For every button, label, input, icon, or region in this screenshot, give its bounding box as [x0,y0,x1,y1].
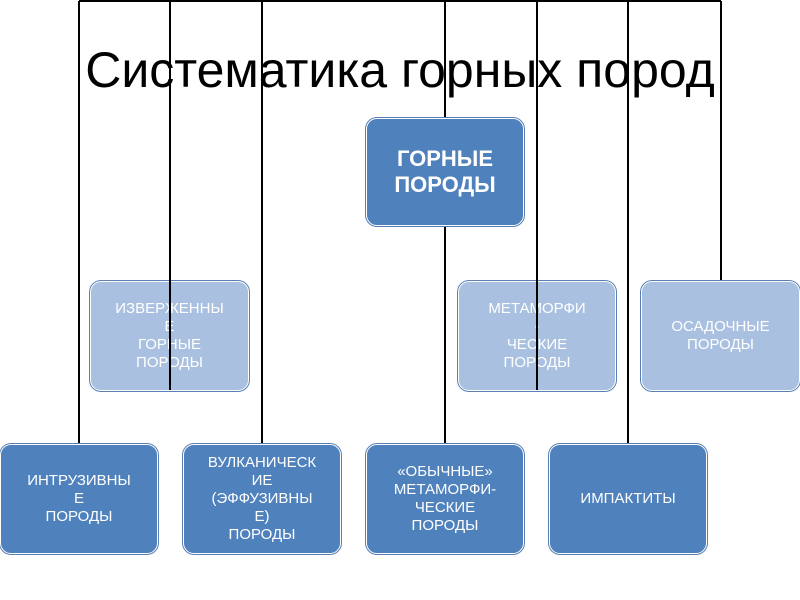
node-sedimentary-rocks: ОСАДОЧНЫЕ ПОРОДЫ [641,281,800,391]
node-rocks: ГОРНЫЕ ПОРОДЫ [366,118,524,226]
node-ordinary-metamorphic-rocks: «ОБЫЧНЫЕ» МЕТАМОРФИ- ЧЕСКИЕ ПОРОДЫ [366,444,524,554]
node-volcanic-rocks: ВУЛКАНИЧЕСК ИЕ (ЭФФУЗИВНЫ Е) ПОРОДЫ [183,444,341,554]
node-impactites: ИМПАКТИТЫ [549,444,707,554]
node-intrusive-rocks: ИНТРУЗИВНЫ Е ПОРОДЫ [0,444,158,554]
page-title: Систематика горных пород [85,42,715,98]
